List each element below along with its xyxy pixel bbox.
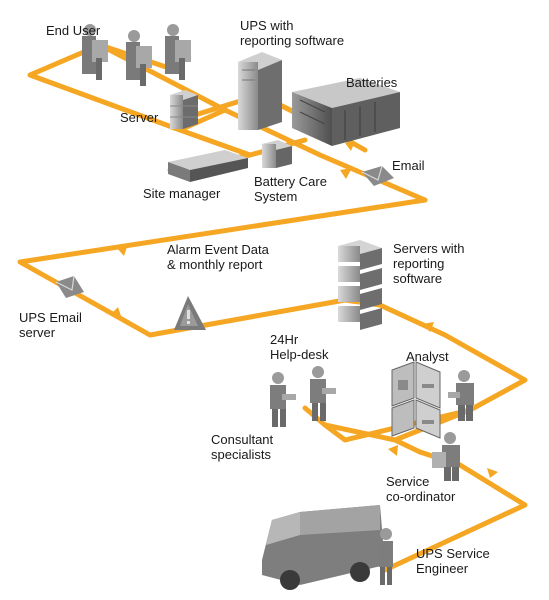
ups-cabinet [238,52,282,130]
service-van [262,505,385,590]
battery-care-unit [262,140,292,168]
service-coordinator-figure [432,432,460,481]
label-ups-email-server: UPS Email server [19,310,82,340]
end-user-figures [82,24,191,86]
server-stack [170,90,198,129]
label-end-user: End User [46,23,101,38]
label-consultant-specialists: Consultant specialists [211,432,274,462]
alarm-warning-icon [174,296,206,330]
label-service-coordinator: Service co-ordinator [386,474,456,504]
label-email: Email [392,158,425,173]
label-alarm-event-data: Alarm Event Data & monthly report [167,242,269,272]
ups-email-server-icon [55,275,84,298]
label-analyst: Analyst [406,349,449,364]
label-servers-reporting-software: Servers with reporting software [393,241,465,286]
engineer-figure [379,528,393,585]
label-ups-service-engineer: UPS Service Engineer [416,546,490,576]
label-batteries: Batteries [346,75,398,90]
label-site-manager: Site manager [143,186,221,201]
analyst-figure [448,370,474,421]
analyst-monitors [391,361,441,439]
label-24hr-helpdesk: 24Hr Help-desk [270,332,329,362]
site-manager-unit [168,150,248,182]
label-ups-reporting-software: UPS with reporting software [240,18,345,48]
servers-stack [338,240,382,330]
flow-arrows [110,141,498,478]
email-envelope-icon [361,165,394,186]
battery-racks [292,78,400,146]
label-server: Server [120,110,159,125]
helpdesk-figures [270,366,336,427]
label-battery-care-system: Battery Care System [254,174,327,204]
